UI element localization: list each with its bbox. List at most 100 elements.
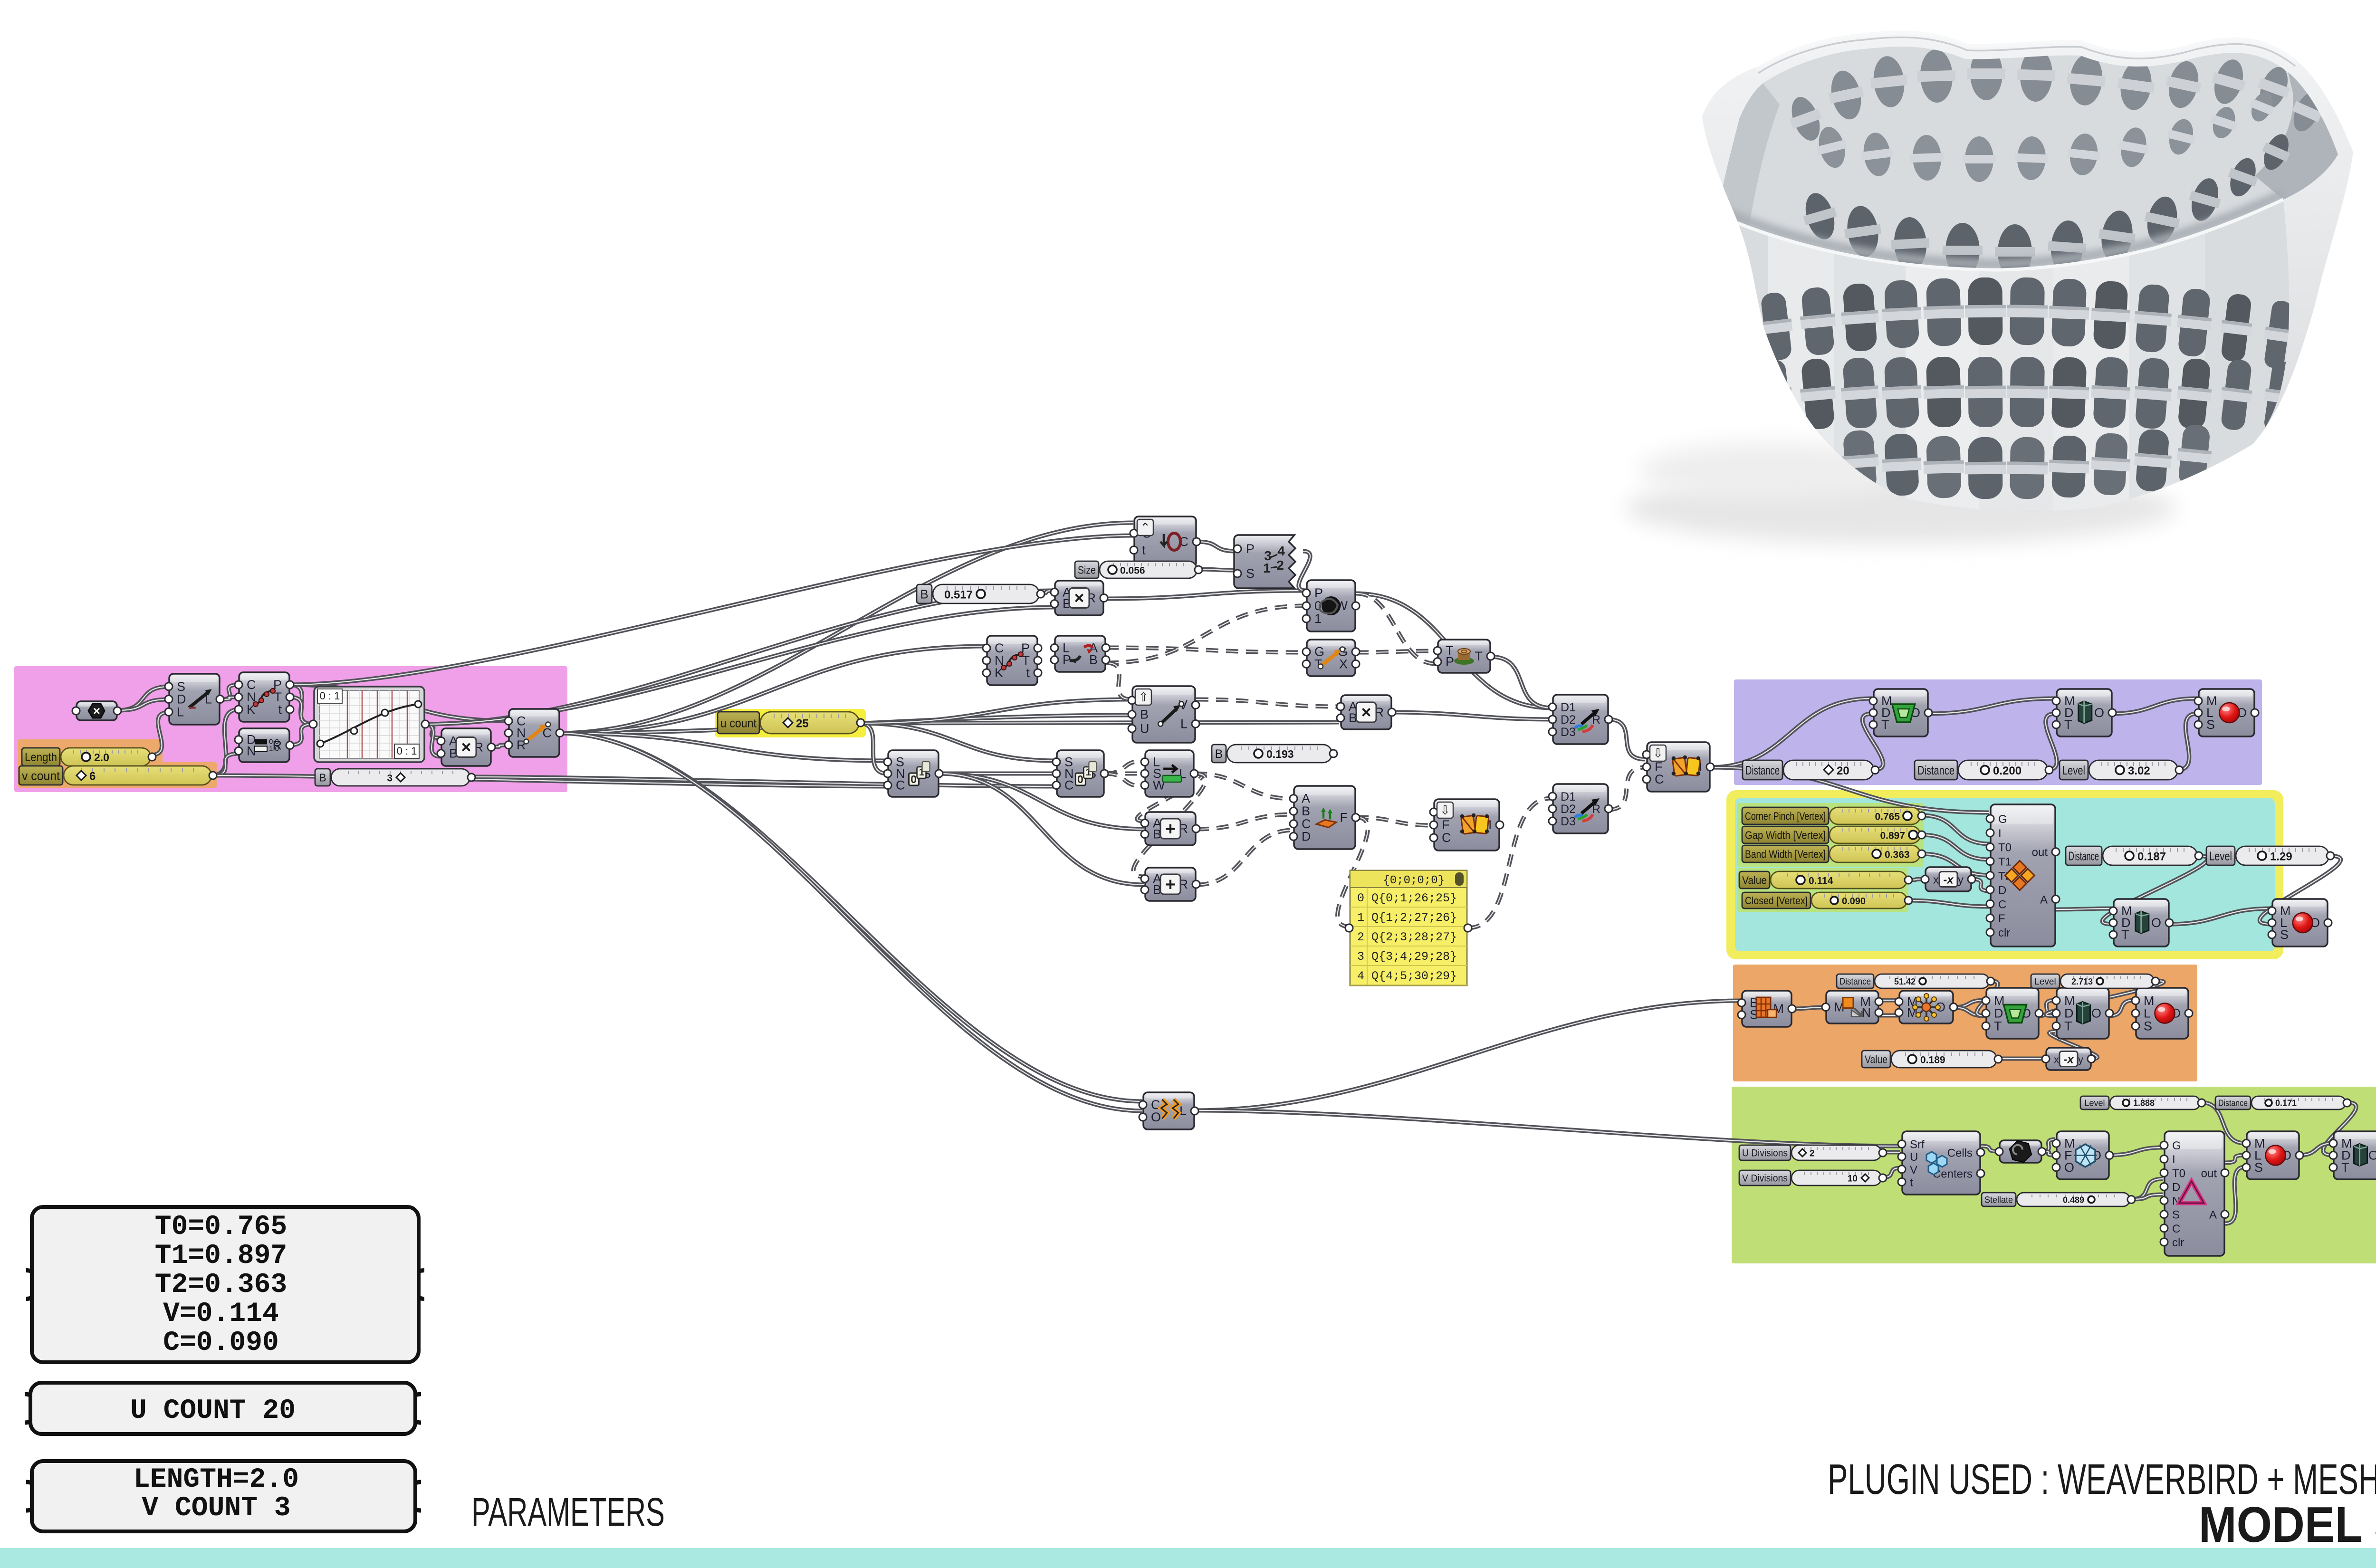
- svg-text:N: N: [896, 766, 905, 781]
- svg-text:D: D: [2341, 1148, 2351, 1163]
- svg-text:D: D: [2064, 706, 2074, 720]
- svg-text:Distance: Distance: [2069, 849, 2099, 863]
- svg-text:Distance: Distance: [2218, 1098, 2248, 1108]
- svg-text:Level: Level: [2062, 763, 2085, 777]
- svg-text:⇩: ⇩: [1440, 803, 1450, 817]
- svg-text:L: L: [2206, 706, 2213, 720]
- svg-text:51.42: 51.42: [1894, 977, 1916, 986]
- svg-text:T: T: [1994, 1019, 2002, 1033]
- svg-text:G: G: [1314, 645, 1324, 659]
- svg-text:O: O: [2368, 1148, 2376, 1163]
- svg-text:L: L: [2144, 1006, 2151, 1021]
- svg-text:A: A: [1089, 641, 1098, 655]
- svg-text:D: D: [177, 692, 186, 707]
- svg-text:1: 1: [1314, 612, 1322, 626]
- svg-text:0.897: 0.897: [1880, 830, 1905, 841]
- svg-text:T: T: [2121, 927, 2129, 942]
- svg-text:M: M: [2064, 994, 2075, 1008]
- svg-text:B: B: [319, 771, 326, 784]
- svg-text:MODEL 3: MODEL 3: [2199, 1497, 2376, 1553]
- svg-text:O: O: [1151, 1110, 1161, 1124]
- svg-text:S: S: [2172, 1209, 2180, 1222]
- svg-text:V: V: [1910, 1164, 1917, 1176]
- svg-text:T: T: [1446, 643, 1454, 658]
- svg-text:U: U: [1910, 1151, 1918, 1164]
- svg-text:B: B: [920, 587, 928, 601]
- svg-text:y: y: [2078, 1054, 2083, 1066]
- svg-text:L: L: [1179, 1104, 1187, 1118]
- svg-text:P: P: [1063, 653, 1071, 667]
- svg-text:F: F: [1998, 912, 2005, 925]
- svg-text:T0=0.765: T0=0.765: [155, 1212, 287, 1243]
- svg-text:Distance: Distance: [1839, 977, 1871, 987]
- svg-text:C: C: [896, 778, 905, 793]
- svg-text:u count: u count: [720, 716, 757, 730]
- svg-text:L: L: [1153, 755, 1160, 769]
- svg-text:Srf: Srf: [1910, 1138, 1925, 1151]
- svg-text:B: B: [1153, 827, 1161, 841]
- svg-text:D: D: [247, 733, 256, 747]
- svg-text:A: A: [1153, 816, 1161, 830]
- svg-text:×: ×: [93, 704, 100, 718]
- svg-text:M: M: [1860, 994, 1871, 1009]
- svg-text:N: N: [1862, 1005, 1871, 1020]
- svg-text:B: B: [1302, 804, 1310, 818]
- svg-text:T: T: [2341, 1160, 2349, 1175]
- svg-text:R: R: [273, 738, 282, 753]
- svg-text:1.0: 1.0: [269, 745, 279, 753]
- svg-text:D: D: [1881, 706, 1891, 720]
- svg-text:0: 0: [910, 773, 917, 785]
- svg-text:2: 2: [1276, 558, 1284, 573]
- svg-text:N: N: [1064, 766, 1074, 781]
- svg-text:L: L: [2280, 916, 2287, 930]
- svg-text:A: A: [2040, 893, 2048, 906]
- svg-text:S: S: [1064, 755, 1073, 769]
- svg-text:t: t: [1142, 543, 1146, 557]
- svg-text:6: 6: [89, 770, 96, 783]
- svg-text:0.363: 0.363: [1885, 849, 1910, 860]
- svg-text:L: L: [1063, 641, 1070, 655]
- svg-text:3.02: 3.02: [2128, 765, 2150, 777]
- svg-text:I: I: [1998, 827, 2002, 840]
- svg-text:O: O: [2064, 1160, 2074, 1175]
- svg-text:LENGTH=2.0: LENGTH=2.0: [134, 1464, 299, 1495]
- svg-text:T1: T1: [1998, 856, 2012, 869]
- svg-text:I: I: [2172, 1153, 2175, 1166]
- svg-text:2.713: 2.713: [2071, 977, 2093, 986]
- svg-text:R: R: [1592, 803, 1600, 816]
- svg-text:2 Q{2;3;28;27}: 2 Q{2;3;28;27}: [1357, 930, 1457, 944]
- svg-text:Closed [Vertex]: Closed [Vertex]: [1745, 895, 1808, 907]
- svg-text:3: 3: [1264, 548, 1272, 563]
- svg-text:D: D: [2121, 916, 2131, 930]
- svg-text:x: x: [1933, 874, 1939, 887]
- svg-text:0.189: 0.189: [1920, 1054, 1945, 1065]
- svg-text:0.489: 0.489: [2063, 1195, 2084, 1205]
- svg-text:P: P: [1021, 641, 1030, 655]
- svg-text:D1: D1: [1561, 701, 1576, 714]
- svg-text:C: C: [1302, 817, 1311, 831]
- svg-text:C=0.090: C=0.090: [163, 1328, 279, 1358]
- svg-text:A: A: [1349, 699, 1357, 714]
- svg-text:C: C: [1442, 831, 1451, 845]
- svg-text:B: B: [1153, 883, 1161, 897]
- svg-text:C: C: [1998, 898, 2006, 911]
- svg-text:C: C: [1179, 535, 1189, 549]
- svg-text:0 Q{0;1;26;25}: 0 Q{0;1;26;25}: [1357, 891, 1457, 905]
- svg-text:0.056: 0.056: [1120, 565, 1145, 576]
- svg-text:S: S: [1246, 566, 1255, 581]
- svg-text:Level: Level: [2084, 1098, 2105, 1108]
- svg-text:V=0.114: V=0.114: [163, 1299, 279, 1329]
- svg-text:+: +: [1165, 875, 1176, 895]
- svg-text:t: t: [1026, 666, 1030, 680]
- svg-text:O: O: [2151, 916, 2161, 930]
- svg-text:S: S: [1153, 766, 1161, 781]
- svg-text:×: ×: [1074, 588, 1084, 608]
- svg-text:0: 0: [1077, 773, 1083, 785]
- svg-text:A: A: [1302, 792, 1310, 806]
- svg-text:Corner Pinch [Vertex]: Corner Pinch [Vertex]: [1745, 810, 1826, 822]
- svg-text:C: C: [543, 726, 552, 740]
- svg-text:Level: Level: [2034, 977, 2056, 987]
- svg-text:F: F: [1655, 760, 1663, 774]
- svg-text:Gap Width [Vertex]: Gap Width [Vertex]: [1745, 829, 1826, 841]
- svg-text:D: D: [1302, 829, 1311, 843]
